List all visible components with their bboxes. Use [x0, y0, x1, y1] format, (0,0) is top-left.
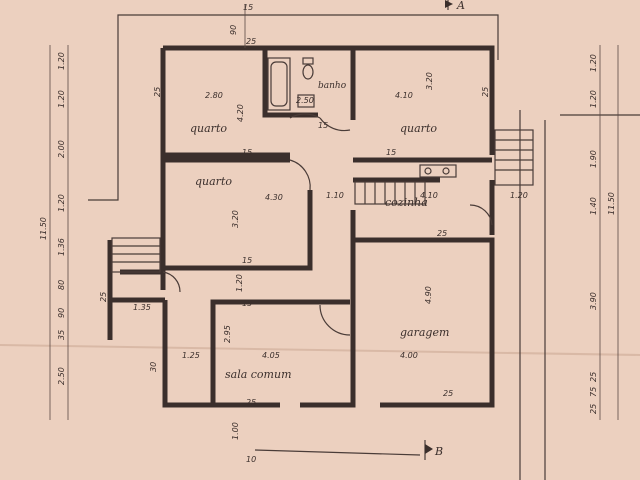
dim-wall-25-c: 25 [246, 398, 256, 407]
dim-cozinha-110: 1.10 [326, 191, 344, 200]
dim-left-200: 2.00 [57, 140, 66, 158]
room-quarto-3: quarto [195, 175, 232, 188]
door-entry-arc [162, 271, 181, 293]
dim-top-25: 25 [246, 37, 256, 46]
wall-garagem [350, 210, 495, 408]
room-garagem: garagem [400, 326, 449, 339]
dim-right-140: 1.40 [589, 197, 598, 215]
dim-q3-height: 3.20 [231, 210, 240, 228]
lot-boundary-bottom [254, 449, 421, 456]
dim-garagem-width: 4.00 [400, 351, 418, 360]
room-sala-comum: sala comum [225, 368, 292, 381]
dim-wall-15-d: 15 [386, 148, 396, 157]
dim-left-90: 90 [57, 308, 66, 318]
paper-fold-line [0, 344, 640, 356]
wall-north [163, 45, 495, 155]
lot-boundary-line [88, 14, 499, 201]
dim-wall-25-b: 25 [443, 389, 453, 398]
dim-left-120-a: 1.20 [57, 52, 66, 70]
dim-left-80: 80 [57, 280, 66, 290]
dim-cozinha-width: 4.10 [420, 191, 438, 200]
dim-cozinha-120: 1.20 [510, 191, 528, 200]
dim-wall-15-a: 15 [242, 148, 252, 157]
door-q2-arc [319, 117, 351, 132]
dim-left-120-c: 1.20 [57, 194, 66, 212]
sink-icon [297, 94, 315, 108]
section-label-b: B [434, 445, 443, 458]
dim-right-25-a: 25 [589, 372, 598, 382]
dim-wall-25-a: 25 [437, 229, 447, 238]
wall-west-lower [162, 300, 213, 408]
dim-q2-height: 3.20 [425, 72, 434, 90]
dim-wall-15-c: 15 [242, 299, 252, 308]
door-q3-arc [289, 159, 311, 191]
dim-top-15: 15 [243, 3, 253, 12]
room-quarto-1: quarto [190, 122, 227, 135]
room-quarto-2: quarto [400, 122, 437, 135]
dim-wall-15-b: 15 [242, 256, 252, 265]
stairs-left [111, 237, 161, 273]
dim-left-35: 35 [57, 330, 66, 340]
dim-sala-height: 2.95 [223, 325, 232, 343]
dim-right-120-b: 1.20 [589, 90, 598, 108]
door-sala-arc [319, 304, 351, 336]
dim-left-120-b: 1.20 [57, 90, 66, 108]
wall-sala-north [210, 299, 350, 405]
dim-top-90: 90 [229, 25, 238, 35]
stairs-right [494, 129, 534, 186]
section-label-a: A [456, 0, 465, 12]
dim-q3-width: 4.30 [265, 193, 283, 202]
dim-left-25: 25 [99, 292, 108, 302]
dim-hall-120: 1.20 [235, 274, 244, 292]
wall-banho [262, 48, 318, 118]
dim-right-120-a: 1.20 [589, 54, 598, 72]
dim-right-25-b: 25 [589, 404, 598, 414]
toilet-icon [302, 57, 314, 80]
dim-right-75: 75 [589, 387, 598, 397]
stairs-cozinha [354, 181, 426, 205]
dim-left-136: 1.36 [57, 238, 66, 256]
door-cozinha-arc [469, 204, 493, 226]
dim-right-total: 11.50 [607, 192, 616, 215]
dim-left-total: 11.50 [39, 217, 48, 240]
dim-garagem-height: 4.90 [424, 286, 433, 304]
dim-wall-25-e: 25 [481, 87, 490, 97]
dim-q1-height: 4.20 [236, 104, 245, 122]
room-banho: banho [318, 81, 347, 91]
wall-garagem-west [300, 240, 356, 408]
dim-q2-width: 4.10 [395, 91, 413, 100]
dim-q1-width: 2.80 [205, 91, 223, 100]
wall-q3 [163, 190, 313, 271]
dim-banho-width: 2.50 [296, 96, 314, 105]
dim-left-30: 30 [149, 362, 158, 372]
section-marker-b: B [424, 440, 443, 460]
dim-sala-width: 4.05 [262, 351, 280, 360]
dim-porch-135: 1.35 [133, 303, 151, 312]
dim-left-250: 2.50 [57, 367, 66, 385]
dim-right-390: 3.90 [589, 292, 598, 310]
dim-right-190: 1.90 [589, 150, 598, 168]
room-cozinha: cozinha [385, 196, 428, 209]
kitchen-sink-icon [419, 164, 457, 178]
dim-wall-25-d: 25 [153, 87, 162, 97]
dim-bottom-100: 1.00 [231, 422, 240, 440]
bathtub-icon [267, 57, 291, 111]
dim-bottom-10: 10 [246, 455, 256, 464]
dim-porch-125: 1.25 [182, 351, 200, 360]
door-q1-arc [289, 113, 321, 119]
dim-wall-15-e: 15 [318, 121, 328, 130]
section-marker-a: A [445, 0, 465, 12]
